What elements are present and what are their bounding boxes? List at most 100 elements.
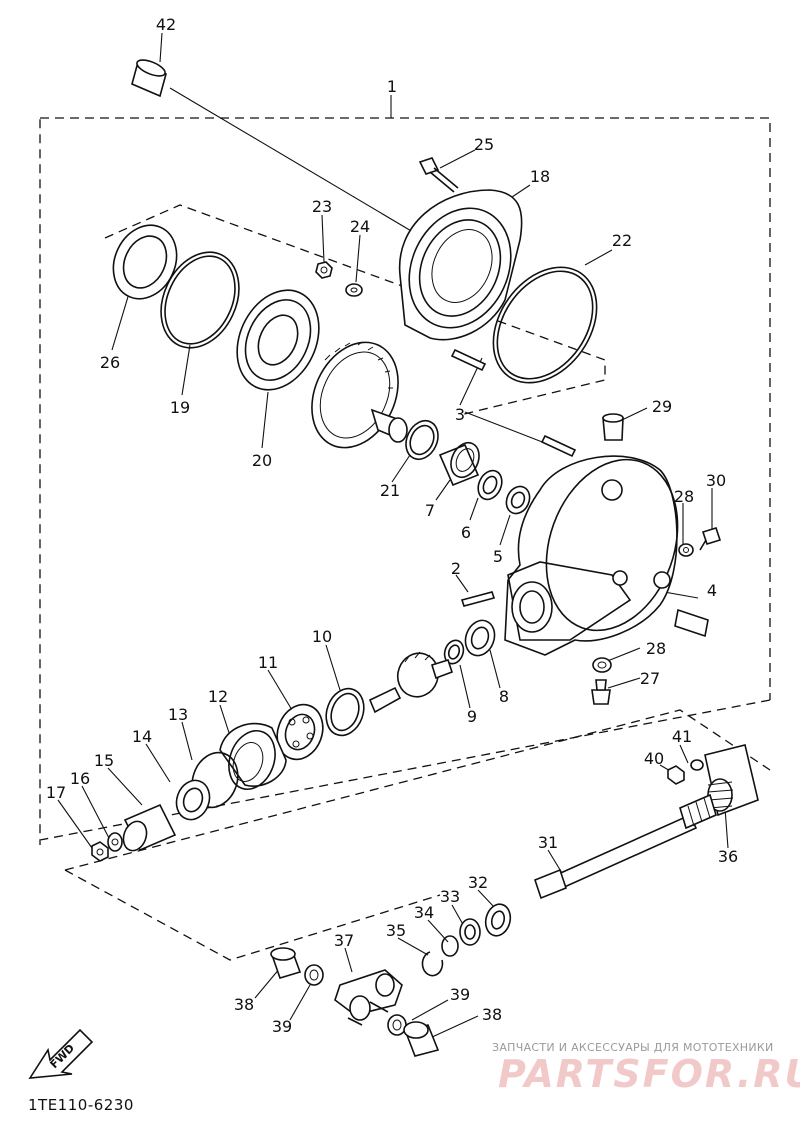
part-30-bolt bbox=[699, 527, 722, 551]
callout-29: 29 bbox=[652, 397, 672, 416]
callout-22: 22 bbox=[612, 231, 632, 250]
callout-1: 1 bbox=[387, 77, 397, 96]
callout-39-left: 39 bbox=[272, 1017, 292, 1036]
part-22-o-ring bbox=[492, 266, 598, 384]
part-5-collar bbox=[505, 485, 531, 515]
part-15-coupling bbox=[122, 803, 177, 852]
callout-24: 24 bbox=[350, 217, 370, 236]
part-27-drain-plug bbox=[591, 679, 611, 705]
part-38-bearing-left bbox=[270, 947, 302, 979]
part-39-seal-left bbox=[304, 964, 324, 986]
callout-17: 17 bbox=[46, 783, 66, 802]
callout-36: 36 bbox=[718, 847, 738, 866]
part-41-washer bbox=[690, 759, 704, 771]
callout-23: 23 bbox=[312, 197, 332, 216]
part-2-stud bbox=[460, 591, 496, 607]
callout-10: 10 bbox=[312, 627, 332, 646]
part-gear-case bbox=[504, 455, 679, 656]
callout-37: 37 bbox=[334, 931, 354, 950]
callout-8: 8 bbox=[499, 687, 509, 706]
callout-39-right: 39 bbox=[450, 985, 470, 1004]
callout-33: 33 bbox=[440, 887, 460, 906]
part-33-washer bbox=[459, 918, 481, 946]
part-29-cap bbox=[602, 413, 624, 441]
part-37-universal-joint bbox=[334, 969, 403, 1026]
part-11-bearing bbox=[276, 703, 324, 761]
part-18-bearing-retainer bbox=[398, 189, 523, 341]
callout-38-left: 38 bbox=[234, 995, 254, 1014]
part-14-oil-seal bbox=[175, 779, 211, 821]
callout-7: 7 bbox=[425, 501, 435, 520]
part-12-bearing-housing bbox=[219, 722, 287, 790]
part-19-o-ring bbox=[160, 251, 240, 349]
part-7-needle-bearing bbox=[438, 441, 480, 487]
leader-lines bbox=[57, 32, 729, 1039]
part-16-washer bbox=[107, 832, 123, 852]
fwd-arrow-icon: FWD bbox=[28, 1028, 94, 1079]
part-40-nut bbox=[667, 765, 685, 785]
part-ring-gear bbox=[311, 341, 408, 449]
part-39-seal-right bbox=[387, 1014, 407, 1036]
callout-42: 42 bbox=[156, 15, 176, 34]
drawing-code: 1TE110-6230 bbox=[28, 1096, 134, 1114]
callout-4: 4 bbox=[707, 581, 717, 600]
part-24-washer bbox=[345, 283, 363, 297]
callout-13: 13 bbox=[168, 705, 188, 724]
part-38-bearing-right bbox=[403, 1021, 440, 1057]
callout-34: 34 bbox=[414, 903, 434, 922]
part-10-shim bbox=[325, 687, 365, 737]
part-26-oil-seal bbox=[112, 224, 178, 300]
callout-32: 32 bbox=[468, 873, 488, 892]
part-3-stud-lower bbox=[540, 434, 577, 458]
part-4-dowel bbox=[674, 608, 709, 638]
part-20-bearing bbox=[236, 289, 320, 391]
callout-2: 2 bbox=[451, 559, 461, 578]
part-23-nut bbox=[315, 261, 333, 279]
part-17-nut bbox=[91, 841, 109, 862]
watermark-tagline: ЗАПЧАСТИ И АКСЕССУАРЫ ДЛЯ МОТОТЕХНИКИ bbox=[492, 1041, 774, 1054]
callout-25: 25 bbox=[474, 135, 494, 154]
part-28-washer-upper bbox=[678, 543, 694, 557]
part-6-washer bbox=[477, 469, 503, 501]
callout-16: 16 bbox=[70, 769, 90, 788]
callout-41: 41 bbox=[672, 727, 692, 746]
callout-30: 30 bbox=[706, 471, 726, 490]
sub-boundary-upper bbox=[104, 204, 606, 416]
part-28-washer-lower bbox=[592, 657, 612, 673]
callout-9: 9 bbox=[467, 707, 477, 726]
callout-31: 31 bbox=[538, 833, 558, 852]
callout-12: 12 bbox=[208, 687, 228, 706]
callout-15: 15 bbox=[94, 751, 114, 770]
part-32-oil-seal bbox=[484, 903, 512, 937]
callout-18: 18 bbox=[530, 167, 550, 186]
part-21-shim bbox=[405, 419, 439, 461]
callout-11: 11 bbox=[258, 653, 278, 672]
callout-28-lower: 28 bbox=[646, 639, 666, 658]
callout-3: 3 bbox=[455, 405, 465, 424]
part-31-drive-shaft bbox=[534, 793, 717, 900]
part-pinion-gear bbox=[368, 651, 454, 714]
part-34-clip bbox=[441, 935, 459, 957]
callout-14: 14 bbox=[132, 727, 152, 746]
callout-21: 21 bbox=[380, 481, 400, 500]
callout-28-upper: 28 bbox=[674, 487, 694, 506]
callout-26: 26 bbox=[100, 353, 120, 372]
part-25-bolt bbox=[418, 157, 459, 193]
part-35-circlip bbox=[421, 951, 444, 977]
watermark-brand: PARTSFOR.RU bbox=[498, 1052, 800, 1096]
callout-40: 40 bbox=[644, 749, 664, 768]
callout-5: 5 bbox=[493, 547, 503, 566]
callout-6: 6 bbox=[461, 523, 471, 542]
callout-35: 35 bbox=[386, 921, 406, 940]
callout-20: 20 bbox=[252, 451, 272, 470]
callout-19: 19 bbox=[170, 398, 190, 417]
callout-27: 27 bbox=[640, 669, 660, 688]
callout-38-right: 38 bbox=[482, 1005, 502, 1024]
part-8-bearing bbox=[464, 619, 496, 657]
part-42-sleeve bbox=[131, 59, 167, 98]
part-3-stud-upper bbox=[450, 348, 487, 372]
callout-labels: 42 1 25 18 23 24 22 26 19 20 3 29 21 7 6… bbox=[46, 15, 738, 1036]
assembly-boundary bbox=[39, 117, 771, 845]
